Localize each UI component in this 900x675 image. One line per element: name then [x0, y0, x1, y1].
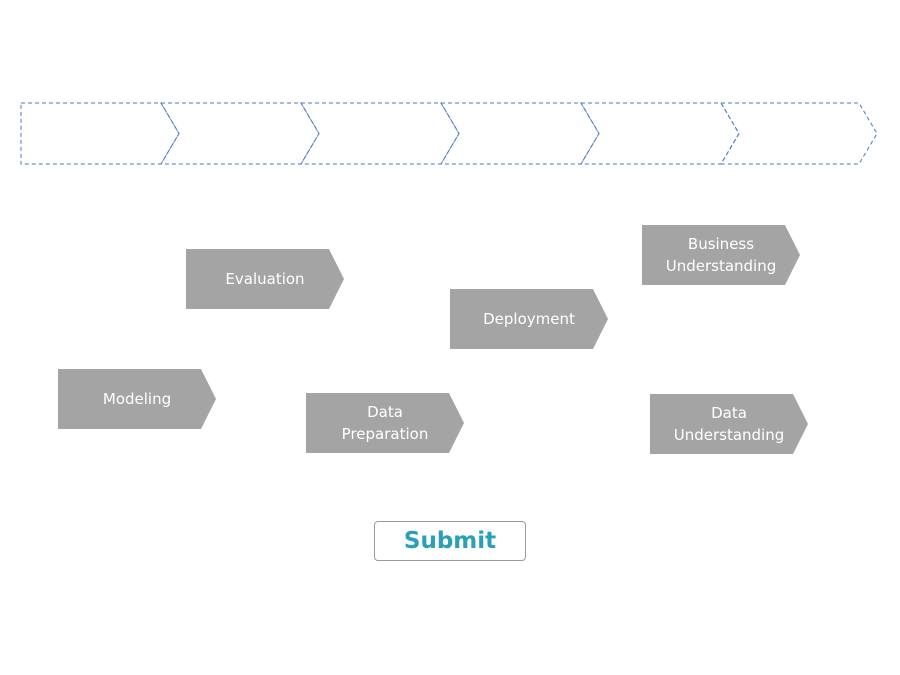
drop-slot-2[interactable]	[160, 102, 320, 165]
drop-slot-1[interactable]	[20, 102, 180, 165]
drop-slot-3[interactable]	[300, 102, 460, 165]
chip-deployment[interactable]: Deployment	[450, 289, 608, 349]
submit-button[interactable]: Submit	[374, 521, 526, 561]
chip-evaluation[interactable]: Evaluation	[186, 249, 344, 309]
chip-data-preparation[interactable]: Data Preparation	[306, 393, 464, 453]
chip-data-understanding[interactable]: Data Understanding	[650, 394, 808, 454]
chip-business-understanding[interactable]: Business Understanding	[642, 225, 800, 285]
drop-slot-6[interactable]	[720, 102, 878, 165]
sequence-drop-zone[interactable]	[0, 0, 900, 200]
drop-slot-4[interactable]	[440, 102, 600, 165]
chip-modeling[interactable]: Modeling	[58, 369, 216, 429]
drop-slot-5[interactable]	[580, 102, 740, 165]
